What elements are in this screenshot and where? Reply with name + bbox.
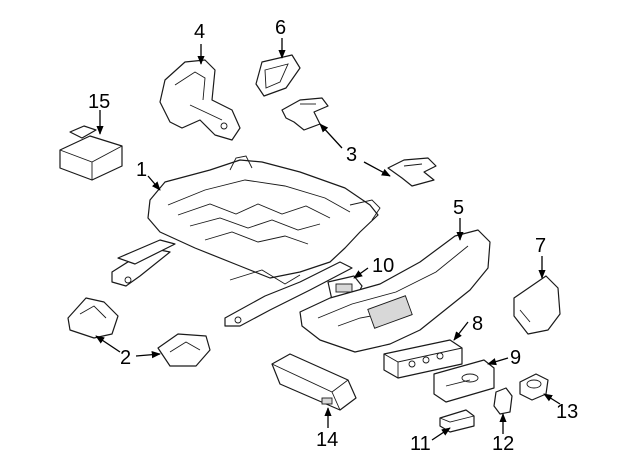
leader-13 <box>543 393 561 405</box>
callout-1: 1 <box>136 159 147 181</box>
callout-10: 10 <box>372 255 394 277</box>
callout-13: 13 <box>556 401 578 423</box>
part-5-side-shield <box>299 229 491 353</box>
part-14-trim-panel <box>271 353 357 411</box>
part-9-switch-bezel <box>433 359 495 403</box>
leader-11 <box>431 427 451 441</box>
callout-7: 7 <box>535 235 546 257</box>
part-8-switch-module <box>383 339 463 379</box>
leader-1 <box>147 175 161 191</box>
leader-2b <box>135 351 161 359</box>
callout-15: 15 <box>88 91 110 113</box>
leader-3b <box>363 161 391 177</box>
part-13-knob <box>519 373 549 401</box>
callout-6: 6 <box>275 17 286 39</box>
part-12-knob <box>493 387 513 415</box>
part-11-knob <box>439 409 475 433</box>
part-4-shield <box>159 59 241 141</box>
leader-10 <box>353 267 369 279</box>
callout-4: 4 <box>194 21 205 43</box>
callout-9: 9 <box>510 347 521 369</box>
part-6-cover <box>255 54 301 97</box>
callout-14: 14 <box>316 429 338 451</box>
part-3-bracket-lower <box>387 157 437 187</box>
callout-11: 11 <box>410 433 431 455</box>
leader-2a <box>95 335 121 353</box>
callout-12: 12 <box>492 433 514 455</box>
callout-5: 5 <box>453 197 464 219</box>
callout-8: 8 <box>472 313 483 335</box>
leader-9 <box>487 357 509 366</box>
callout-3: 3 <box>346 144 357 166</box>
part-7-cover <box>513 275 561 335</box>
part-15-module <box>59 125 123 181</box>
part-2-cover-left <box>67 297 119 339</box>
part-2-cover-right <box>157 333 211 367</box>
part-3-bracket-upper <box>281 97 329 131</box>
leader-3a <box>319 123 343 149</box>
callout-2: 2 <box>120 347 131 369</box>
leader-8 <box>453 321 469 341</box>
part-1-seat-frame <box>111 155 381 327</box>
